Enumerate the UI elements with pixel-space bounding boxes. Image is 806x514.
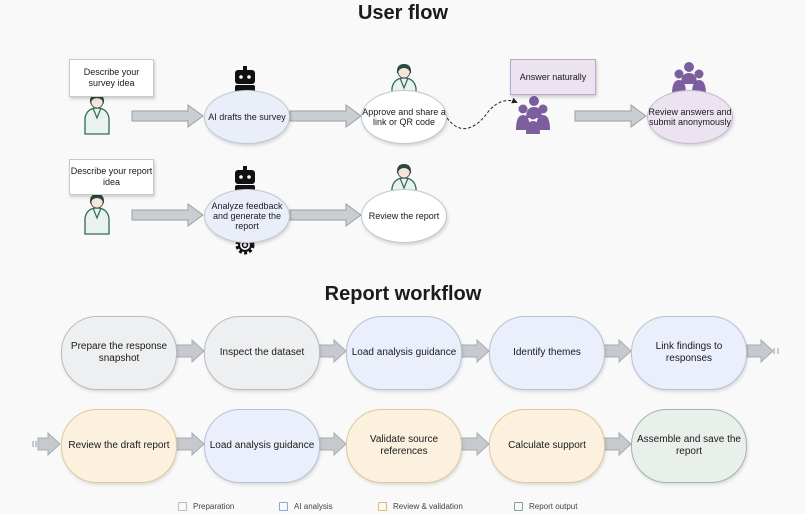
review-answers-node: Review answers and submit anonymously [647,90,733,144]
answer-naturally-bubble: Answer naturally [510,59,596,95]
rw-step-9: Calculate support [489,409,605,483]
rw-arrow-6 [37,431,61,457]
rw-arrow-2 [317,338,347,364]
rw-step-5: Link findings to responses [631,316,747,390]
rw-step-8: Validate source references [346,409,462,483]
rw-step-4: Identify themes [489,316,605,390]
describe-survey-bubble: Describe your survey idea [69,59,154,97]
legend-swatch-preparation [178,502,187,511]
approve-share-node: Approve and share a link or QR code [361,90,447,144]
rw-arrow-10 [602,431,632,457]
rw-step-3: Load analysis guidance [346,316,462,390]
legend-label-report-output: Report output [529,502,578,511]
user-flow-title: User flow [357,2,449,24]
rw-step-2: Inspect the dataset [204,316,320,390]
arrow-r1-3 [574,104,647,128]
legend-preparation: Preparation [178,502,234,511]
rw-arrow-7 [175,431,205,457]
legend-label-preparation: Preparation [193,502,235,511]
legend-review-validation: Review & validation [378,502,463,511]
legend-label-ai-analysis: AI analysis [294,502,333,511]
legend-swatch-ai-analysis [279,502,288,511]
rw-arrow-3 [460,338,490,364]
arrow-r2-1 [131,203,204,227]
review-report-node: Review the report [361,189,447,243]
report-workflow-title: Report workflow [324,283,482,305]
legend-report-output: Report output [514,502,577,511]
rw-arrow-8 [317,431,347,457]
rw-arrow-1 [175,338,205,364]
legend-ai-analysis: AI analysis [279,502,333,511]
arrow-r1-2 [289,104,362,128]
arrow-r2-2 [289,203,362,227]
rw-arrow-9 [460,431,490,457]
rw-step-10: Assemble and save the report [631,409,747,483]
ai-drafts-survey-node: AI drafts the survey [204,90,290,144]
dashed-connector [446,97,518,130]
rw-step-1: Prepare the response snapshot [61,316,177,390]
legend-swatch-review-validation [378,502,387,511]
rw-step-6: Review the draft report [61,409,177,483]
arrow-r1-1 [131,104,204,128]
describe-report-bubble: Describe your report idea [69,159,154,195]
rw-arrow-4 [602,338,632,364]
legend-label-review-validation: Review & validation [393,502,463,511]
analyze-feedback-node: Analyze feedback and generate the report [204,189,290,243]
legend-swatch-report-output [514,502,523,511]
rw-arrow-5 [746,338,774,364]
rw-step-7: Load analysis guidance [204,409,320,483]
